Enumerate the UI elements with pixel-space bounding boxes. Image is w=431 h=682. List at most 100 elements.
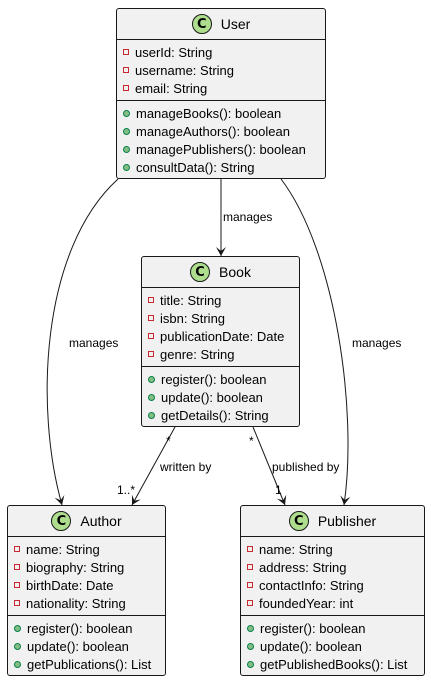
private-visibility-icon [14,600,20,606]
field-row: username: String [117,61,325,79]
class-name: Publisher [317,513,377,529]
public-visibility-icon [247,624,254,632]
public-visibility-icon [148,393,155,401]
field-row: name: String [241,540,424,558]
class-author: C Author name: String biography: String … [7,505,166,676]
class-book-methods: register(): boolean update(): boolean ge… [142,367,299,427]
private-visibility-icon [247,600,253,606]
class-author-header: C Author [8,506,165,537]
class-publisher-header: C Publisher [241,506,424,537]
private-visibility-icon [247,564,253,570]
class-author-fields: name: String biography: String birthDate… [8,537,165,616]
field-text: isbn: String [160,310,226,326]
public-visibility-icon [148,411,155,419]
field-text: birthDate: Date [26,577,114,593]
class-publisher: C Publisher name: String address: String… [240,505,425,676]
method-text: update(): boolean [27,638,129,654]
method-row: register(): boolean [142,370,299,388]
edge-user-author [46,178,119,506]
multiplicity-book-publisher-source: * [249,434,254,448]
method-row: getPublications(): List [8,655,165,673]
public-visibility-icon [148,375,155,383]
method-row: manageAuthors(): boolean [117,122,325,140]
private-visibility-icon [247,582,253,588]
method-row: managePublishers(): boolean [117,140,325,158]
field-text: biography: String [26,559,125,575]
field-text: email: String [135,80,208,96]
class-author-methods: register(): boolean update(): boolean ge… [8,616,165,676]
public-visibility-icon [123,163,130,171]
class-stereotype-icon: C [190,262,211,282]
method-row: getPublishedBooks(): List [241,655,424,673]
private-visibility-icon [14,564,20,570]
public-visibility-icon [14,624,21,632]
public-visibility-icon [247,642,254,650]
private-visibility-icon [14,546,20,552]
multiplicity-book-publisher-target: 1 [275,483,282,497]
class-user-header: C User [117,9,325,40]
method-text: update(): boolean [260,638,362,654]
field-text: nationality: String [26,595,126,611]
method-text: consultData(): String [136,159,255,175]
private-visibility-icon [148,333,154,339]
public-visibility-icon [14,660,21,668]
field-row: publicationDate: Date [142,327,299,345]
edge-user-publisher [280,178,351,506]
method-row: getDetails(): String [142,406,299,424]
field-text: title: String [160,292,222,308]
method-row: register(): boolean [8,619,165,637]
private-visibility-icon [14,582,20,588]
method-text: managePublishers(): boolean [136,141,306,157]
method-row: consultData(): String [117,158,325,176]
field-row: nationality: String [8,594,165,612]
field-text: name: String [26,541,100,557]
class-book-fields: title: String isbn: String publicationDa… [142,288,299,367]
field-row: biography: String [8,558,165,576]
public-visibility-icon [14,642,21,650]
class-name: Book [219,264,251,280]
field-text: username: String [135,62,234,78]
field-row: email: String [117,79,325,97]
class-stereotype-icon: C [191,14,212,34]
field-row: userId: String [117,43,325,61]
multiplicity-book-author-target: 1..* [117,483,136,497]
edge-label-book-author: written by [160,460,212,474]
method-text: manageBooks(): boolean [136,105,282,121]
private-visibility-icon [123,67,129,73]
public-visibility-icon [247,660,254,668]
method-row: register(): boolean [241,619,424,637]
field-text: name: String [259,541,333,557]
edge-label-user-book: manages [223,210,273,224]
private-visibility-icon [123,49,129,55]
field-text: publicationDate: Date [160,328,285,344]
method-row: manageBooks(): boolean [117,104,325,122]
class-publisher-fields: name: String address: String contactInfo… [241,537,424,616]
class-stereotype-icon: C [51,511,72,531]
private-visibility-icon [247,546,253,552]
method-text: register(): boolean [27,620,133,636]
field-text: userId: String [135,44,213,60]
class-user-fields: userId: String username: String email: S… [117,40,325,101]
method-text: register(): boolean [161,371,267,387]
field-row: title: String [142,291,299,309]
class-book: C Book title: String isbn: String public… [141,256,300,427]
edge-label-user-publisher: manages [352,336,402,350]
field-text: foundedYear: int [259,595,354,611]
public-visibility-icon [123,145,130,153]
edge-label-book-publisher: published by [272,460,340,474]
private-visibility-icon [148,297,154,303]
method-text: getPublications(): List [27,656,152,672]
field-row: contactInfo: String [241,576,424,594]
field-row: genre: String [142,345,299,363]
field-row: isbn: String [142,309,299,327]
method-text: manageAuthors(): boolean [136,123,290,139]
class-name: Author [80,513,122,529]
field-row: foundedYear: int [241,594,424,612]
class-name: User [220,16,251,32]
public-visibility-icon [123,127,130,135]
class-book-header: C Book [142,257,299,288]
class-user-methods: manageBooks(): boolean manageAuthors(): … [117,101,325,179]
private-visibility-icon [148,315,154,321]
field-text: address: String [259,559,347,575]
edge-book-publisher [252,426,287,506]
